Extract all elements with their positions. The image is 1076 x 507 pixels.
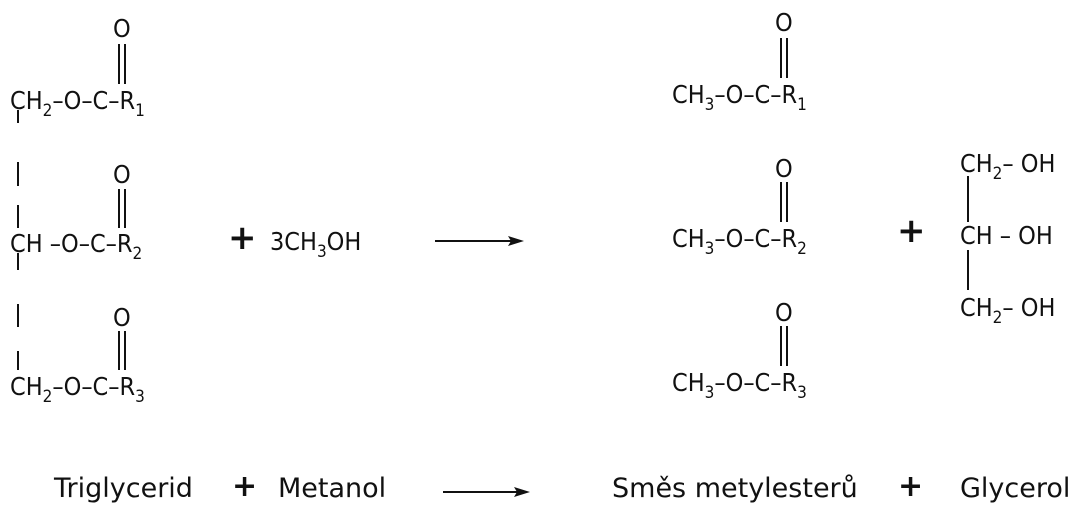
- label-glycerol: Glycerol: [960, 473, 1071, 504]
- plus-sign-label-1: +: [232, 469, 258, 504]
- oxygen-tg1: O: [113, 14, 131, 43]
- oxygen-es2: O: [775, 154, 793, 183]
- triglyceride-row-1: CH2–O–C–R1: [10, 86, 145, 121]
- glycerol-row-2: CH – OH: [960, 221, 1053, 250]
- label-triglyceride: Triglycerid: [54, 473, 193, 504]
- triglyceride-row-2: CH –O–C–R2: [10, 229, 143, 264]
- label-methyl-esters: Směs metylesterů: [612, 473, 858, 504]
- glycerol-row-3: CH2– OH: [960, 293, 1056, 328]
- reaction-arrow-main-head: [508, 236, 524, 246]
- methyl-ester-3: CH3–O–C–R3: [672, 368, 807, 403]
- triglyceride-row-3: CH2–O–C–R3: [10, 372, 145, 407]
- oxygen-tg3: O: [113, 303, 131, 332]
- glycerol-row-1: CH2– OH: [960, 149, 1056, 184]
- methyl-ester-1: CH3–O–C–R1: [672, 80, 807, 115]
- reaction-arrow-label-head: [514, 487, 530, 497]
- oxygen-es3: O: [775, 298, 793, 327]
- oxygen-tg2: O: [113, 160, 131, 189]
- methyl-ester-2: CH3–O–C–R2: [672, 224, 807, 259]
- plus-sign-label-2: +: [898, 469, 924, 504]
- plus-sign-products: +: [897, 211, 926, 251]
- methanol-formula: 3CH3OH: [270, 227, 362, 262]
- label-methanol: Metanol: [278, 473, 387, 504]
- oxygen-es1: O: [775, 8, 793, 37]
- plus-sign-reactants: +: [228, 218, 257, 258]
